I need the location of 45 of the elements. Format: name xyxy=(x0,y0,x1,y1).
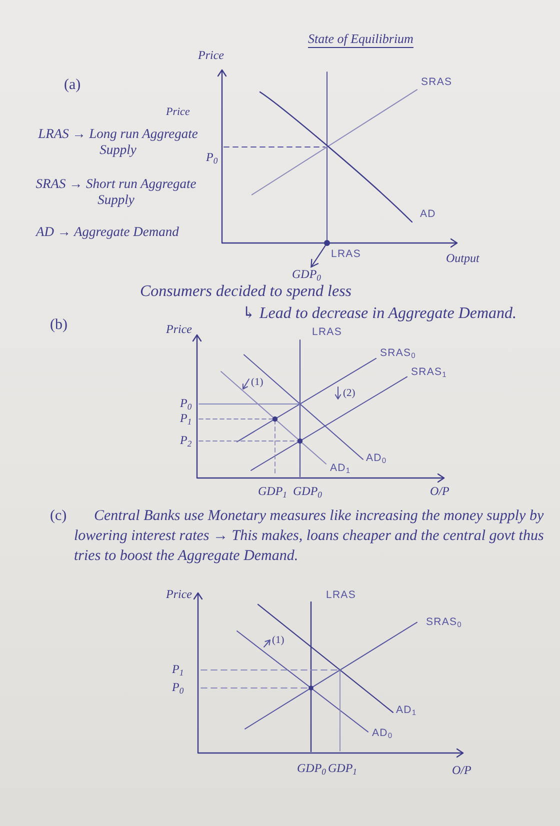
price-level-label: P$_{2}$ xyxy=(180,433,192,448)
note-text: Consumers decided to spend less xyxy=(140,282,352,302)
output-level-label: GDP$_{0}$ xyxy=(292,267,321,282)
step-number: (1) xyxy=(251,377,264,390)
axis-point-dot xyxy=(324,240,330,246)
note-text: LRAS → Long run Aggregate Supply xyxy=(37,126,199,158)
part-label: (a) xyxy=(64,76,81,94)
part-label: (c) xyxy=(50,507,67,525)
price-level-label: P$_{1}$ xyxy=(172,662,184,676)
price-level-label: P$_{0}$ xyxy=(172,680,184,694)
note-text: AD → Aggregate Demand xyxy=(36,224,179,240)
price-level-label: P$_{1}$ xyxy=(180,411,192,426)
graph-heading: State of Equilibrium xyxy=(308,31,414,47)
curve-label: LRAS xyxy=(312,326,342,339)
step-number: (2) xyxy=(343,388,356,401)
curve-label: SRAS$_{0}$ xyxy=(426,616,462,629)
step-number: (1) xyxy=(272,635,284,648)
curve-label: LRAS xyxy=(331,248,361,261)
curve-label: LRAS xyxy=(326,589,356,602)
price-level-label: P$_{0}$ xyxy=(180,396,192,410)
output-level-label: GDP$_{1}$ xyxy=(328,761,357,776)
note-text: Central Banks use Monetary measures like increasing the money supply by lowering interest rates → This makes, loans cheaper and the central govt thus tries to boost the Aggregate Demand. xyxy=(74,507,544,566)
curve-label: SRAS$_{1}$ xyxy=(411,366,447,379)
curve-label: AD$_{1}$ xyxy=(396,704,417,717)
curve-label: SRAS$_{0}$ xyxy=(380,347,416,360)
axis-label: O/P xyxy=(430,484,450,498)
axis-label: O/P xyxy=(452,763,472,778)
note-text: Price xyxy=(166,106,190,120)
curve-label: AD xyxy=(420,208,436,221)
axis-label: Price xyxy=(166,587,192,602)
axis-label: Price xyxy=(166,322,192,336)
output-level-label: GDP$_{0}$ xyxy=(297,761,326,776)
output-level-label: GDP$_{1}$ xyxy=(258,484,287,498)
price-level-label: P$_{0}$ xyxy=(206,150,218,164)
leader-arrow xyxy=(310,245,326,268)
curve-label: AD$_{0}$ xyxy=(366,452,387,465)
output-level-label: GDP$_{0}$ xyxy=(293,484,322,498)
part-label: (b) xyxy=(50,316,68,334)
axis-label: Output xyxy=(446,251,480,266)
note-text: SRAS → Short run Aggregate Supply xyxy=(34,176,198,208)
note-text: ↳ Lead to decrease in Aggregate Demand. xyxy=(242,304,517,324)
curve-label: SRAS xyxy=(421,76,452,89)
axis-label: Price xyxy=(198,48,224,62)
curve-label: AD$_{1}$ xyxy=(330,462,351,475)
curve-label: AD$_{0}$ xyxy=(372,727,393,740)
